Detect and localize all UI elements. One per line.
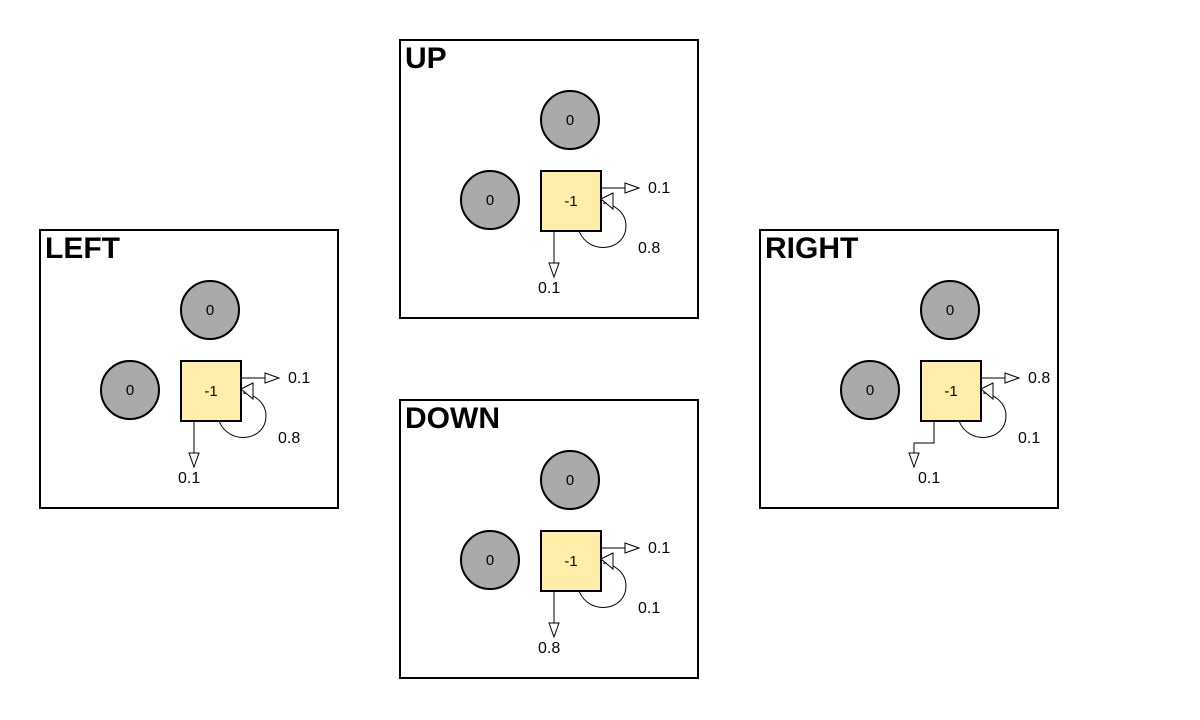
current-state: -1 (540, 530, 602, 592)
arrow-down (908, 421, 935, 469)
arrow-self-loop (958, 382, 1007, 438)
current-state: -1 (920, 360, 982, 422)
neighbor-state-top: 0 (920, 280, 980, 340)
arrow-down (548, 591, 560, 639)
arrow-right (601, 182, 641, 194)
state-value: 0 (865, 381, 875, 399)
state-value: 0 (485, 191, 495, 209)
state-value: -1 (564, 192, 578, 210)
state-value: 0 (485, 551, 495, 569)
state-value: -1 (204, 382, 218, 400)
neighbor-state-left: 0 (100, 360, 160, 420)
prob-right-label: 0.1 (648, 180, 671, 197)
arrow-self-loop (578, 552, 627, 608)
arrow-self-loop (578, 192, 627, 248)
prob-right-label: 0.1 (648, 540, 671, 557)
neighbor-state-top: 0 (540, 450, 600, 510)
state-value: 0 (205, 301, 215, 319)
panel-left: LEFT 0 0 -1 0.1 0.8 0.1 (39, 229, 339, 509)
panel-title: DOWN (405, 402, 500, 435)
arrow-down (188, 421, 200, 469)
current-state: -1 (180, 360, 242, 422)
current-state: -1 (540, 170, 602, 232)
state-value: -1 (944, 382, 958, 400)
panel-title: LEFT (45, 232, 120, 265)
transition-arrows (908, 372, 1021, 469)
arrow-right (601, 542, 641, 554)
prob-self-label: 0.1 (1018, 430, 1041, 447)
arrow-self-loop (218, 382, 267, 438)
transition-arrows (548, 182, 641, 279)
transition-arrows (548, 542, 641, 639)
prob-right-label: 0.1 (288, 370, 311, 387)
panel-title: RIGHT (765, 232, 859, 265)
state-value: -1 (564, 552, 578, 570)
neighbor-state-left: 0 (460, 530, 520, 590)
prob-self-label: 0.8 (278, 430, 301, 447)
prob-self-label: 0.1 (638, 600, 661, 617)
transition-arrows (188, 372, 281, 469)
prob-down-label: 0.1 (538, 280, 561, 297)
prob-self-label: 0.8 (638, 240, 661, 257)
neighbor-state-top: 0 (180, 280, 240, 340)
arrow-right (241, 372, 281, 384)
prob-down-label: 0.1 (918, 470, 941, 487)
panel-right: RIGHT 0 0 -1 0.8 0.1 0.1 (759, 229, 1059, 509)
state-value: 0 (945, 301, 955, 319)
panel-title: UP (405, 42, 447, 75)
prob-down-label: 0.8 (538, 640, 561, 657)
panel-up: UP 0 0 -1 0.1 0.8 0.1 (399, 39, 699, 319)
neighbor-state-left: 0 (460, 170, 520, 230)
state-value: 0 (125, 381, 135, 399)
arrow-right (981, 372, 1021, 384)
panel-down: DOWN 0 0 -1 0.1 0.1 0.8 (399, 399, 699, 679)
state-value: 0 (565, 471, 575, 489)
neighbor-state-left: 0 (840, 360, 900, 420)
neighbor-state-top: 0 (540, 90, 600, 150)
arrow-down (548, 231, 560, 279)
state-value: 0 (565, 111, 575, 129)
prob-right-label: 0.8 (1028, 370, 1051, 387)
prob-down-label: 0.1 (178, 470, 201, 487)
